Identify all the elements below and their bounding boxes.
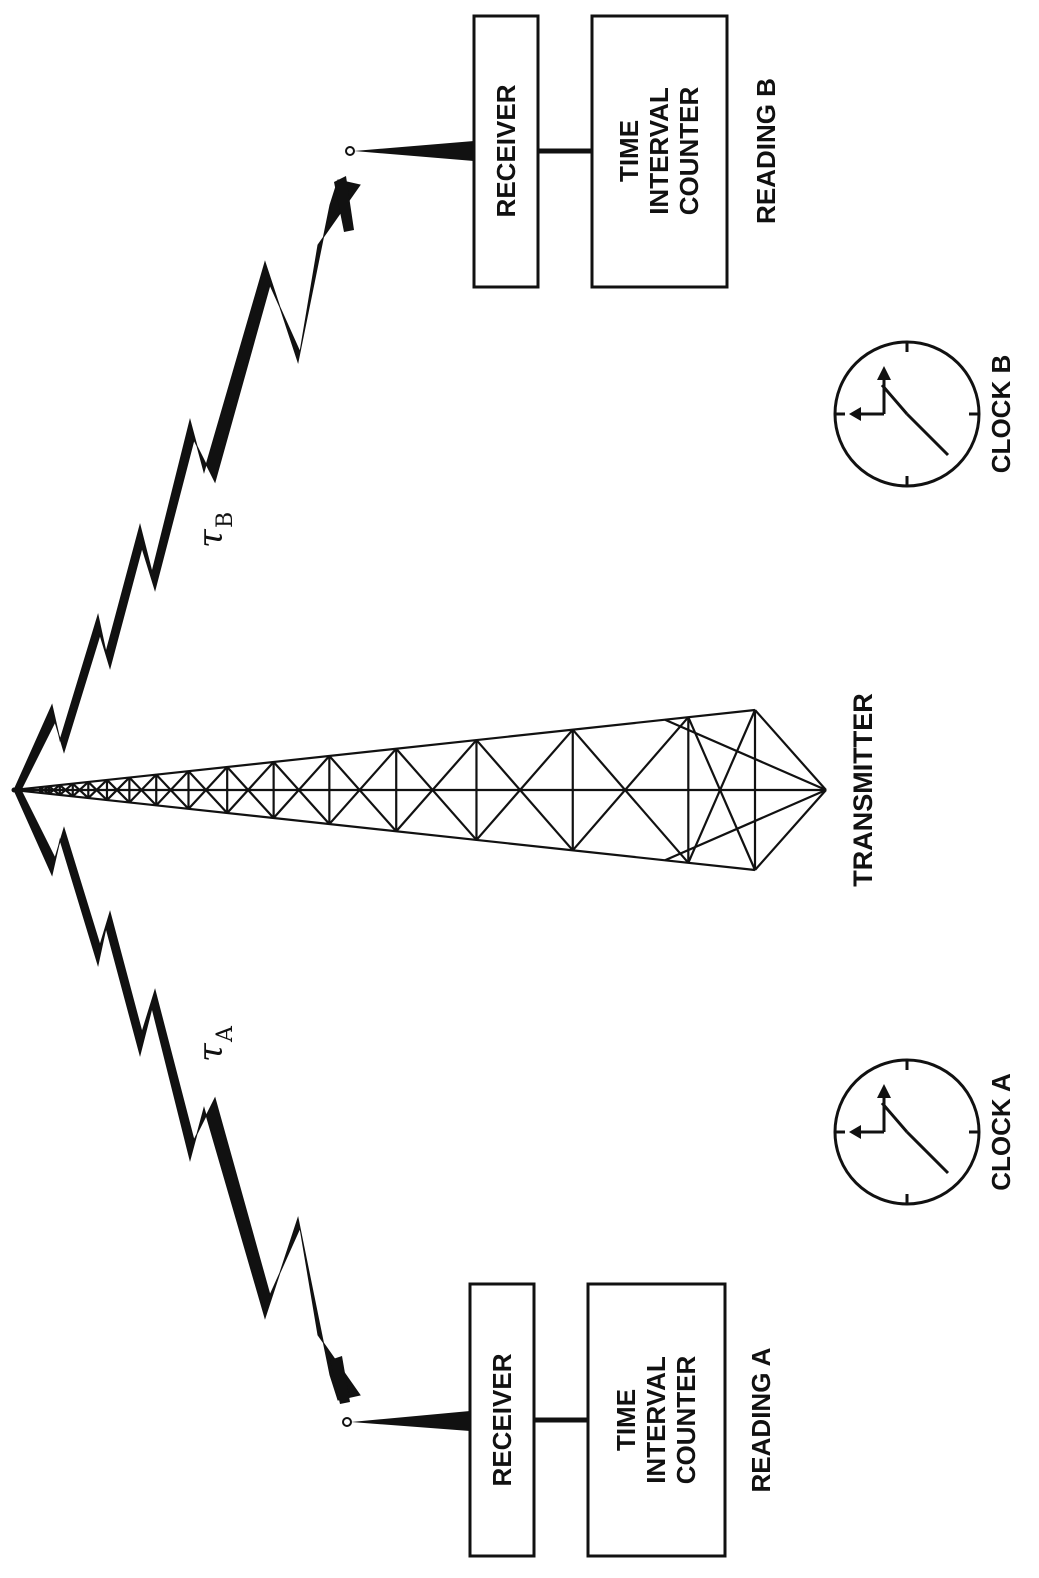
counter-b-line2: INTERVAL [644, 87, 674, 215]
counter-a-line2: INTERVAL [641, 1356, 671, 1484]
clock-a-label: CLOCK A [986, 1073, 1016, 1191]
signal-bolt-to-a [13, 787, 361, 1401]
tower-strut [87, 779, 108, 799]
reading-a-label: READING A [746, 1347, 776, 1492]
clock-b-label: CLOCK B [986, 355, 1016, 473]
tower-strut [395, 739, 478, 832]
tower-strut [48, 784, 61, 795]
tau-a-subscript: A [213, 1025, 238, 1043]
tower-strut [571, 728, 690, 864]
tower-strut [39, 785, 50, 794]
antenna-b [334, 141, 474, 232]
tower-strut [59, 782, 74, 796]
tower-strut [72, 781, 90, 798]
tower-strut [13, 788, 756, 872]
tower-strut [395, 748, 478, 841]
tower-strut [328, 748, 398, 825]
tower-strut [72, 782, 90, 799]
tower-strut [87, 781, 108, 801]
tower-strut [475, 728, 574, 841]
counter-b-text: TIME INTERVAL COUNTER [614, 87, 704, 216]
tower-strut [226, 761, 275, 814]
transmitter-label: TRANSMITTER [848, 693, 878, 886]
counter-b-line1: TIME [614, 120, 644, 182]
reading-b-label: READING B [751, 78, 781, 224]
tower-strut [754, 789, 827, 871]
counter-a-line1: TIME [611, 1389, 641, 1451]
tower-strut [754, 709, 827, 791]
counter-a-text: TIME INTERVAL COUNTER [611, 1356, 701, 1485]
tower-strut [155, 773, 190, 810]
counter-a-line3: COUNTER [671, 1356, 701, 1485]
tower-strut [272, 755, 331, 819]
transmitter-tower [13, 708, 827, 872]
tower-strut [664, 788, 827, 862]
tower-strut [226, 766, 275, 819]
tower-strut [687, 716, 757, 871]
counter-b-line3: COUNTER [674, 87, 704, 216]
tau-a-symbol: τ [191, 1042, 231, 1062]
signal-bolt-to-b [13, 179, 361, 793]
tau-b-subscript: B [213, 512, 238, 528]
tower-strut [128, 773, 158, 804]
tau-b-symbol: τ [191, 528, 231, 548]
tower-strut [106, 776, 131, 801]
tower-strut [106, 779, 131, 804]
tower-strut [687, 709, 757, 864]
clock-a-icon [833, 1058, 981, 1206]
tower-strut [664, 718, 827, 792]
tower-strut [571, 716, 690, 852]
counter-box-a [586, 1282, 727, 1558]
delay-label-a: τ A [191, 1025, 238, 1062]
tower-strut [187, 770, 228, 814]
tower-strut [155, 770, 190, 807]
tower-strut [187, 766, 228, 810]
receiver-b-label: RECEIVER [491, 84, 521, 217]
receiver-box-b [472, 14, 540, 289]
tower-strut [272, 761, 331, 825]
receiver-box-a [468, 1282, 536, 1558]
clock-b-icon [833, 340, 981, 488]
tower-strut [475, 739, 574, 852]
tower-strut [13, 708, 756, 792]
station-b: RECEIVER TIME INTERVAL COUNTER READING B… [334, 14, 1016, 488]
delay-label-b: τ B [191, 512, 238, 548]
tower-strut [328, 755, 398, 832]
station-a: RECEIVER TIME INTERVAL COUNTER READING A… [330, 1058, 1016, 1558]
tower-strut [128, 776, 158, 807]
counter-box-b [590, 14, 729, 289]
receiver-a-label: RECEIVER [487, 1353, 517, 1486]
antenna-a [330, 1356, 470, 1431]
